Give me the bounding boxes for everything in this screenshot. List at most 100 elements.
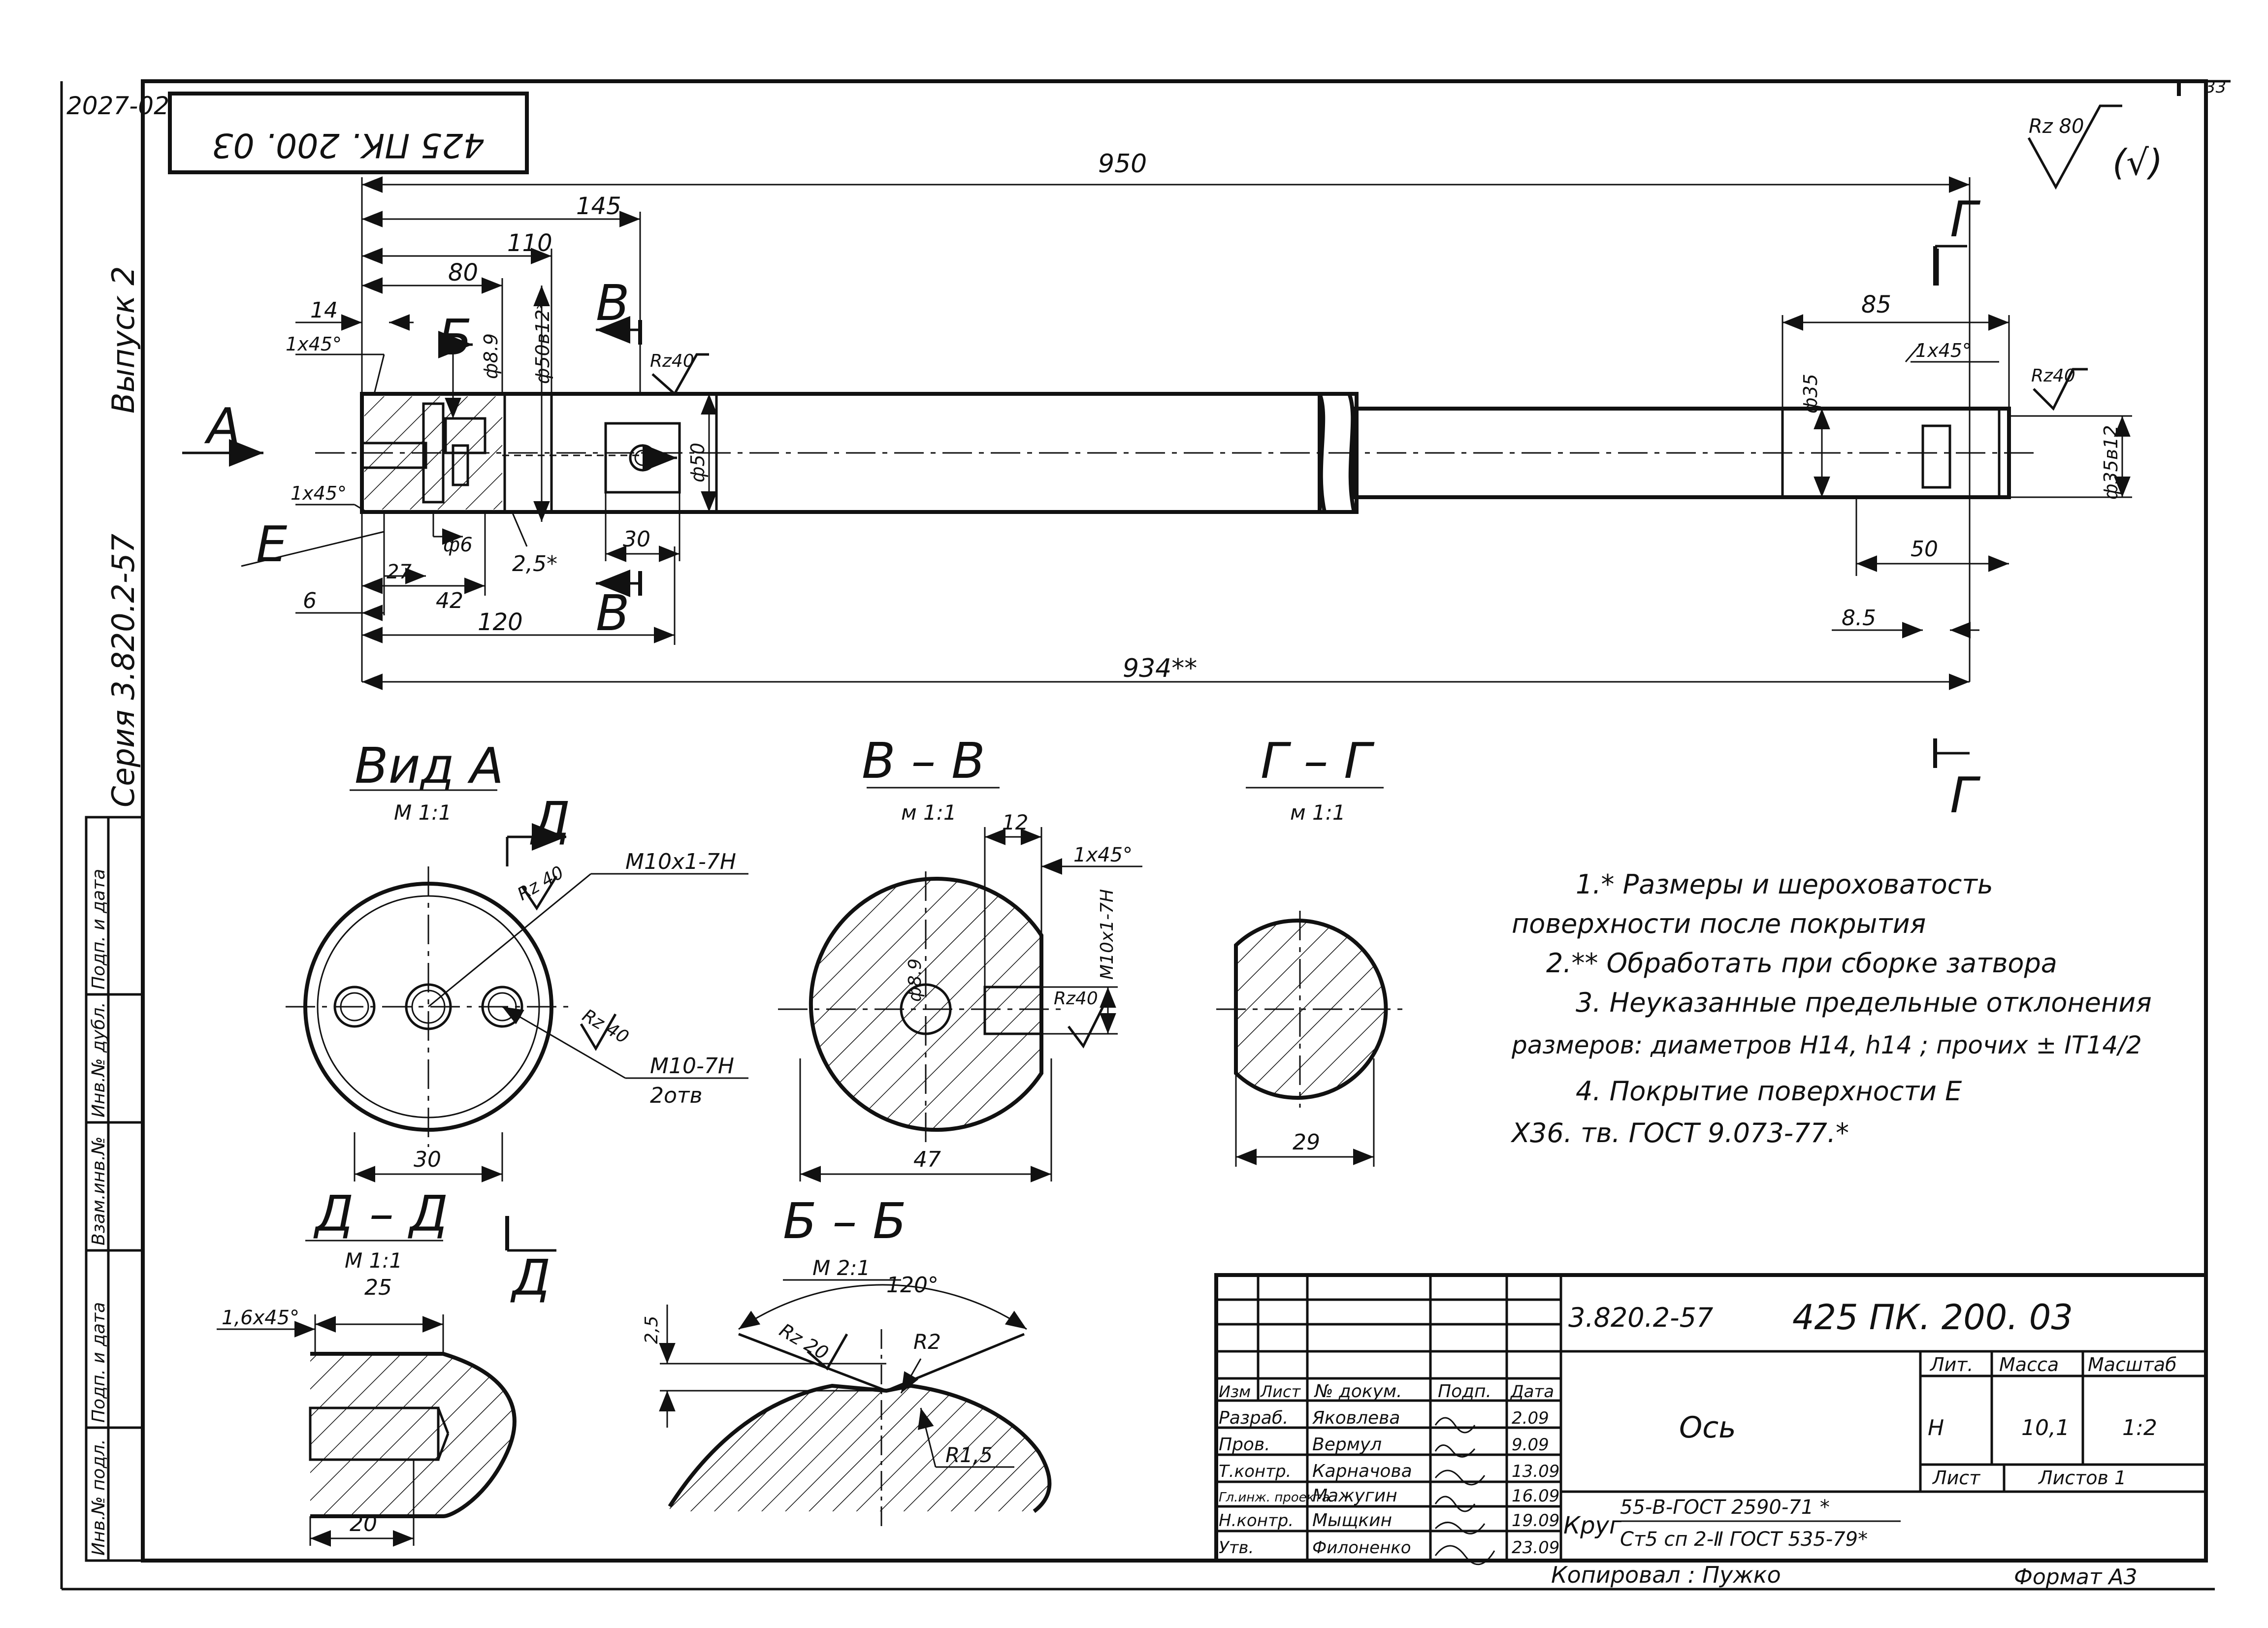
- label-surface-e: Е: [256, 515, 287, 573]
- side-strip-2: Инв.№ дубл.: [89, 1002, 109, 1117]
- section-bb-scale: М 2:1: [812, 1256, 870, 1280]
- signatures: [1434, 1417, 1495, 1565]
- title-block-grid: [1214, 1273, 2208, 1563]
- dia-50b12: ф50в12*: [532, 300, 553, 384]
- tb-col-izm: Изм: [1219, 1382, 1251, 1401]
- note-line-6: 4. Покрытие поверхности Е: [1576, 1076, 1962, 1107]
- section-vv-thread: М10х1-7Н: [1097, 889, 1117, 980]
- section-vv: [778, 787, 1142, 1182]
- view-a-scale: М 1:1: [394, 800, 452, 825]
- tb-designation: 425 ПК. 200. 03: [1792, 1297, 2073, 1338]
- section-bb-dim-2-5: 2,5: [642, 1316, 662, 1344]
- chamfer-1x45-bottom: 1x45°: [291, 482, 347, 504]
- tb-row-date: 23.09: [1512, 1538, 1559, 1558]
- dim-145: 145: [576, 192, 621, 220]
- drawing-frame: [60, 79, 2231, 1591]
- roughness-left-symbol: [651, 353, 709, 396]
- tb-sheets-label: Листов 1: [2038, 1467, 2126, 1489]
- label-v-top: В: [596, 274, 630, 332]
- dimension-lines: [241, 176, 2132, 690]
- section-vv-dim-12: 12: [1002, 810, 1028, 834]
- roughness-general-symbol: [2027, 104, 2122, 190]
- note-line-5: размеров: диаметров Н14, h14 ; прочих ± …: [1511, 1031, 2142, 1059]
- label-b-top: Б: [438, 309, 472, 366]
- tb-copied-by: Копировал : Пужко: [1551, 1562, 1781, 1588]
- tb-row-role: Н.контр.: [1219, 1511, 1294, 1531]
- dim-27: 27: [387, 561, 412, 583]
- dim-85: 85: [1861, 291, 1891, 319]
- section-vv-rz: Rz40: [1054, 989, 1098, 1009]
- tb-row-name: Мажугин: [1312, 1486, 1397, 1506]
- tb-part-name: Ось: [1679, 1410, 1736, 1445]
- tb-col-doc: № докум.: [1314, 1381, 1402, 1402]
- dim-14: 14: [310, 298, 338, 323]
- section-dd-title: Д – Д: [313, 1185, 448, 1243]
- dim-42: 42: [436, 588, 463, 613]
- archive-number: 2027-02: [66, 92, 169, 120]
- tb-row-name: Филоненко: [1312, 1538, 1411, 1558]
- tb-row-date: 19.09: [1512, 1511, 1559, 1531]
- tb-row-name: Карначова: [1312, 1461, 1412, 1481]
- section-vv-chamfer: 1х45°: [1073, 844, 1133, 866]
- tb-row-date: 16.09: [1512, 1486, 1559, 1506]
- dim-8-5: 8.5: [1842, 606, 1876, 631]
- section-dd-chamfer: 1,6х45°: [222, 1307, 299, 1329]
- view-a-thread-1: М10х1-7Н: [625, 849, 736, 874]
- dim-950: 950: [1098, 149, 1147, 179]
- section-bb-r2: R2: [913, 1330, 941, 1354]
- tb-row-name: Вермул: [1312, 1435, 1382, 1455]
- tb-lit-value: Н: [1928, 1415, 1944, 1440]
- rz40-right: Rz40: [2031, 366, 2075, 386]
- section-vv-dim-47: 47: [913, 1147, 941, 1172]
- shaft-main-view: [315, 392, 2034, 514]
- rz40-left: Rz40: [650, 351, 694, 371]
- tb-lit-header: Лит.: [1929, 1354, 1974, 1375]
- note-line-7: Х36. тв. ГОСТ 9.073-77.*: [1510, 1117, 1849, 1149]
- view-a-rz-2: Rz 40: [579, 1005, 632, 1048]
- dia-35b12: ф35в12: [2100, 425, 2122, 500]
- view-a: [286, 789, 748, 1182]
- view-a-holes: 2отв: [650, 1083, 702, 1108]
- section-dd: [217, 1216, 556, 1547]
- note-line-1: 1.* Размеры и шероховатость: [1576, 869, 1993, 900]
- dia-35: ф35: [1800, 374, 1821, 414]
- section-dd-dim-25: 25: [364, 1275, 392, 1300]
- tb-row-role: Гл.инж. проекта: [1219, 1490, 1329, 1505]
- view-a-title: Вид А: [355, 737, 504, 795]
- section-dd-dim-20: 20: [350, 1511, 377, 1536]
- dim-80: 80: [448, 259, 478, 287]
- dim-30-main: 30: [623, 527, 650, 552]
- tb-format: Формат А3: [2014, 1564, 2138, 1590]
- chamfer-1x45-right: 1x45°: [1915, 340, 1972, 361]
- view-a-rz: Rz 40: [514, 862, 567, 905]
- issue-label: Выпуск 2: [105, 266, 141, 414]
- tb-material-bottom: Ст5 сп 2-Ⅱ ГОСТ 535-79*: [1620, 1528, 1868, 1551]
- tb-mass-value: 10,1: [2021, 1415, 2070, 1440]
- side-strip-1: Подп. и дата: [89, 869, 109, 990]
- label-g-top: Г: [1950, 191, 1981, 248]
- section-dd-scale: М 1:1: [345, 1248, 402, 1273]
- label-view-a: А: [204, 397, 240, 455]
- tb-designation-series: 3.820.2-57: [1568, 1302, 1713, 1333]
- dim-120: 120: [478, 608, 523, 636]
- section-gg-dim-29: 29: [1293, 1130, 1320, 1155]
- note-line-4: 3. Неуказанные предельные отклонения: [1576, 987, 2152, 1018]
- label-g-bottom: Г: [1950, 766, 1981, 824]
- note-line-2: поверхности после покрытия: [1512, 908, 1926, 939]
- view-a-sec-d: Д: [530, 791, 570, 849]
- tb-row-name: Яковлева: [1312, 1408, 1400, 1428]
- section-vv-dia: ф8.9: [905, 958, 925, 1002]
- tb-material-prefix: Круг: [1563, 1512, 1622, 1539]
- stamp-code: 425 ПК. 200. 03: [212, 126, 485, 164]
- dim-50: 50: [1911, 537, 1938, 562]
- section-bb-rz: Rz 20: [776, 1319, 832, 1365]
- section-vv-title: В – В: [862, 732, 985, 790]
- roughness-general-suffix: (√): [2112, 142, 2163, 183]
- tb-material-top: 55-В-ГОСТ 2590-71 *: [1620, 1496, 1830, 1519]
- view-a-dim-30: 30: [414, 1147, 441, 1172]
- side-strip-4: Подп. и дата: [89, 1302, 109, 1423]
- label-v-bottom: В: [596, 584, 630, 642]
- dia-50: ф50: [687, 443, 709, 482]
- cutting-planes: [182, 245, 1970, 768]
